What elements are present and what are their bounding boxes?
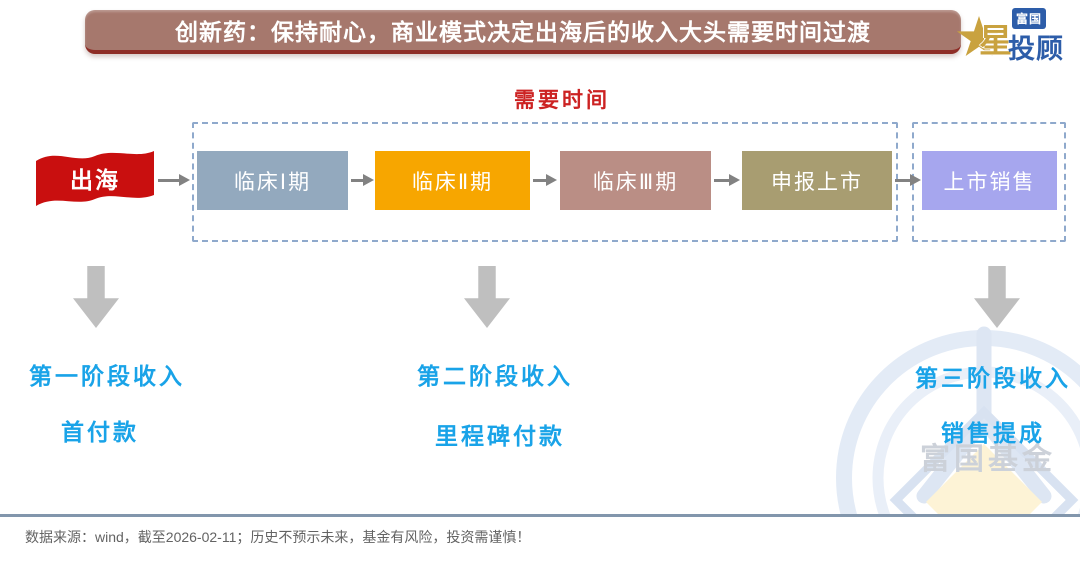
income-stage-2-detail: 里程碑付款 <box>435 423 565 449</box>
brand-logo: 星 富国 投顾 <box>952 7 1078 64</box>
income-stage-3-detail: 销售提成 <box>941 420 1045 446</box>
logo-badge: 富国 <box>1012 8 1047 29</box>
down-arrow-icon <box>464 266 510 328</box>
flow-arrow-icon <box>351 174 374 186</box>
go-overseas-flag: 出海 <box>32 145 158 219</box>
down-arrow-icon <box>73 266 119 328</box>
logo-star-character: 星 <box>979 22 1012 59</box>
income-stage-3-title: 第三阶段收入 <box>915 365 1071 391</box>
stage-clinical-phase-2: 临床Ⅱ期 <box>375 151 530 210</box>
page-title: 创新药：保持耐心，商业模式决定出海后的收入大头需要时间过渡 <box>85 10 961 54</box>
stage-listed-sales: 上市销售 <box>922 151 1057 210</box>
stage-filing-for-listing: 申报上市 <box>742 151 892 210</box>
flag-label: 出海 <box>70 167 120 193</box>
flow-arrow-icon <box>714 174 740 186</box>
footer-divider <box>0 514 1080 517</box>
flag-shape <box>36 151 154 206</box>
income-stage-1-title: 第一阶段收入 <box>29 363 185 389</box>
flow-arrow-icon <box>895 174 921 186</box>
stage-clinical-phase-3: 临床Ⅲ期 <box>560 151 711 210</box>
fullgoal-watermark: 富国基金 <box>836 326 1080 514</box>
flow-arrow-icon <box>533 174 557 186</box>
income-stage-1-detail: 首付款 <box>61 419 139 445</box>
needs-time-label: 需要时间 <box>514 89 610 112</box>
stage-clinical-phase-1: 临床Ⅰ期 <box>197 151 348 210</box>
income-stage-2-title: 第二阶段收入 <box>417 363 573 389</box>
flow-arrow-icon <box>158 174 190 186</box>
page-title-text: 创新药：保持耐心，商业模式决定出海后的收入大头需要时间过渡 <box>175 19 871 45</box>
logo-brand-name: 投顾 <box>1008 34 1064 64</box>
clinical-phases-group-border <box>192 122 898 242</box>
data-source-disclaimer: 数据来源：wind，截至2026-02-11；历史不预示未来，基金有风险，投资需… <box>25 529 531 545</box>
watermark-text: 富国基金 <box>920 442 1056 476</box>
